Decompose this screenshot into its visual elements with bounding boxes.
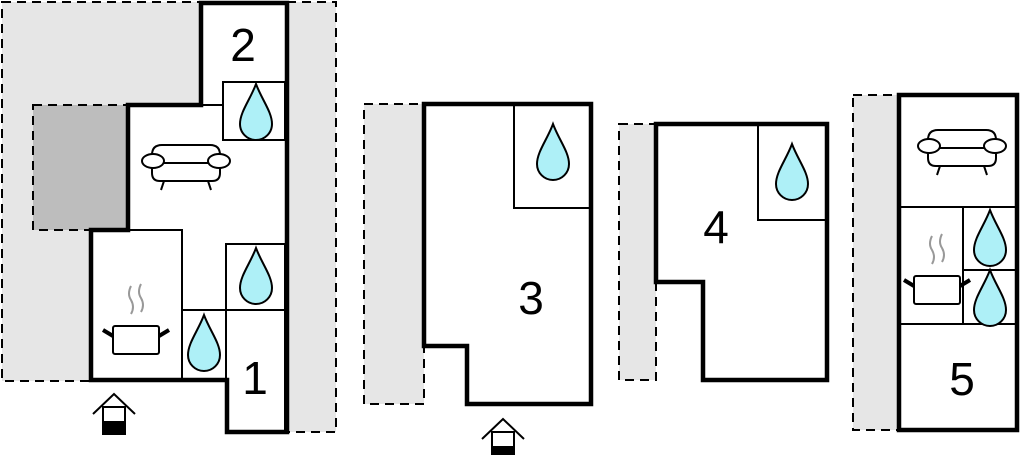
bedroom-1 (225, 309, 286, 433)
floor-plan-5: 5 (852, 92, 1020, 433)
entrance-icon (481, 418, 525, 455)
entrance-icon (92, 393, 136, 435)
building-outline (421, 101, 594, 407)
yard-area (363, 103, 425, 405)
bathroom (757, 123, 828, 221)
bathroom (513, 103, 592, 209)
yard-area (618, 123, 657, 381)
room-label: 5 (949, 353, 975, 405)
floor-plan-1: 2 1 (1, 0, 337, 435)
room-label: 3 (518, 272, 544, 324)
floor-plan-4: 4 (618, 121, 830, 383)
yard-area (286, 1, 337, 433)
shed-area (32, 104, 129, 231)
room-label: 1 (242, 352, 268, 404)
yard-area (852, 94, 900, 431)
floor-plan-3: 3 (363, 101, 594, 455)
room-label: 2 (230, 19, 256, 71)
kitchen (90, 229, 183, 381)
room-label: 4 (703, 201, 729, 253)
